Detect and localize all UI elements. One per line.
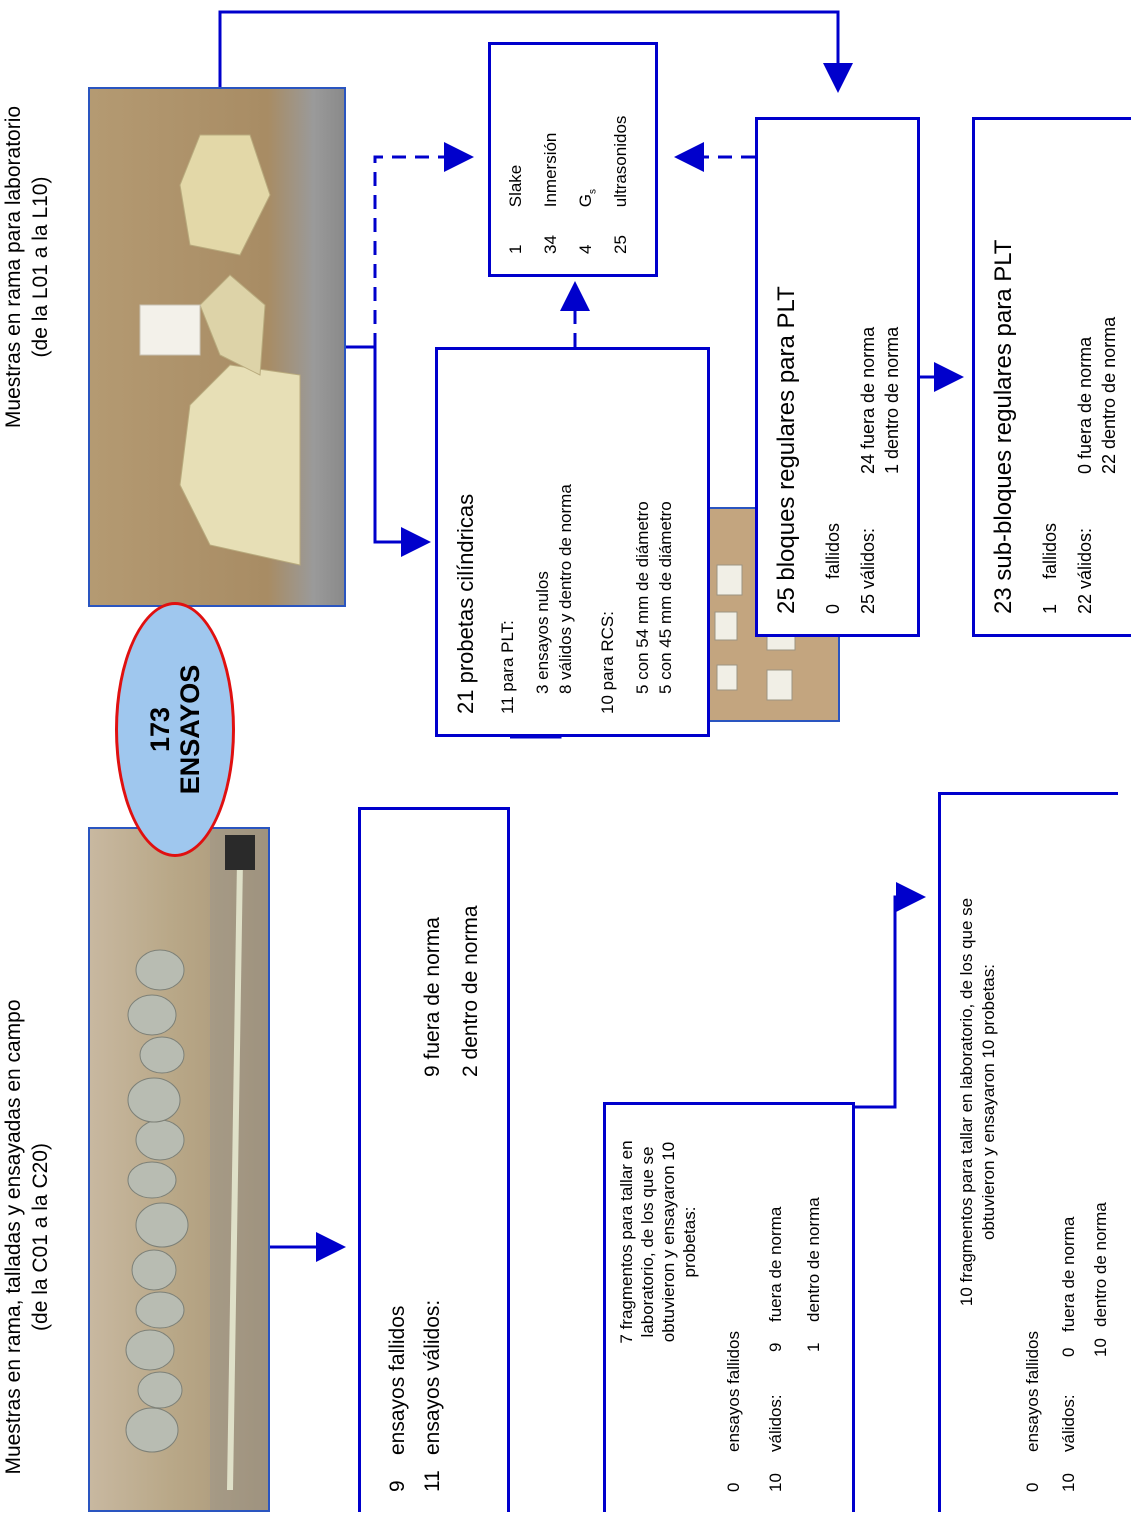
field-failed-count: 9 [386, 1480, 409, 1492]
other-test-1-count: 1 [506, 244, 525, 254]
lab-heading-line1: Muestras en rama para laboratorio [2, 105, 25, 429]
other-test-2-name: Inmersión [541, 132, 560, 208]
cylinders-rcs-45: 5 con 45 mm de diámetro [656, 501, 675, 694]
fragments-10-out-count: 0 [1059, 1347, 1078, 1357]
field-in-norm: 2 dentro de norma [459, 905, 482, 1077]
fragments-10-valid-label: válidos: [1059, 1394, 1078, 1452]
fragments-10-valid-count: 10 [1059, 1473, 1078, 1492]
field-samples-photo-art [125, 827, 270, 1510]
total-tests-number: 173 [145, 706, 175, 753]
fragments-10-box: 10 fragmentos para tallar en laboratorio… [938, 792, 1118, 1512]
total-tests-label: ENSAYOS [175, 664, 205, 795]
subblocks-title: 23 sub-bloques regulares para PLT [990, 239, 1017, 614]
lab-samples-photo [88, 87, 346, 607]
fragments-10-out-label: fuera de norma [1059, 1216, 1078, 1332]
fragments-7-line2: laboratorio, de los que se [638, 1146, 657, 1338]
lab-samples-photo-art [139, 134, 301, 566]
field-heading-line2: (de la C01 a la C20) [29, 1143, 52, 1331]
fragments-10-failed-count: 0 [1023, 1482, 1042, 1492]
cylinders-plt-valid: 8 válidos y dentro de norma [556, 484, 575, 694]
other-test-2-count: 34 [541, 235, 560, 254]
arrow-lab-to-blocks [218, 10, 853, 93]
arrow-fragments7-to-fragments10 [855, 882, 926, 1109]
fragments-7-in-label: dentro de norma [804, 1197, 823, 1322]
arrow-lab-to-cylinders [345, 345, 431, 557]
fragments-7-failed-count: 0 [724, 1482, 743, 1492]
blocks-failed-count: 0 [823, 603, 843, 614]
other-test-4-count: 25 [611, 235, 630, 254]
other-test-4-name: ultrasonidos [611, 115, 630, 208]
fragments-10-in-count: 10 [1091, 1338, 1110, 1357]
field-samples-photo [88, 827, 270, 1512]
cylinders-rcs-54: 5 con 54 mm de diámetro [633, 501, 652, 694]
other-test-row-1: 1 Slake [506, 165, 526, 254]
fragments-10-failed-label: ensayos fallidos [1023, 1331, 1042, 1452]
field-valid-label: ensayos válidos: [421, 1299, 444, 1455]
fragments-10-line1: 10 fragmentos para tallar en laboratorio… [957, 897, 976, 1307]
subblocks-valid-label: 22 válidos: [1075, 527, 1095, 614]
blocks-title: 25 bloques regulares para PLT [773, 286, 800, 614]
fragments-7-in-count: 1 [804, 1342, 823, 1352]
fragments-10-line2: obtuvieron y ensayaron 10 probetas: [979, 964, 998, 1240]
field-results-box: 9 ensayos fallidos 11 ensayos válidos: 9… [358, 807, 510, 1512]
subblocks-failed-count: 1 [1040, 603, 1060, 614]
other-test-row-4: 25 ultrasonidos [611, 116, 631, 254]
fragments-7-line4: probetas: [680, 1206, 699, 1278]
field-heading: Muestras en rama, talladas y ensayadas e… [0, 957, 54, 1517]
other-tests-box: 1 Slake 34 Inmersión 4 Gs 25 ultrasonido… [488, 42, 658, 277]
other-test-row-2: 34 Inmersión [541, 133, 561, 254]
lab-heading-line2: (de la L01 a la L10) [29, 176, 52, 358]
cylinders-title: 21 probetas cilíndricas [453, 493, 478, 714]
lab-heading: Muestras en rama para laboratorio (de la… [0, 17, 54, 517]
field-heading-line1: Muestras en rama, talladas y ensayadas e… [2, 999, 25, 1475]
total-tests-ellipse: 173 ENSAYOS [115, 602, 235, 857]
arrow-lab-to-other-tests [373, 142, 474, 347]
cylinders-plt-label: 11 para PLT: [498, 620, 517, 714]
fragments-10-in-label: dentro de norma [1091, 1202, 1110, 1327]
cylinders-plt-null: 3 ensayos nulos [533, 571, 552, 694]
other-test-3-subscript: s [587, 189, 599, 195]
blocks-failed-label: fallidos [823, 522, 843, 579]
fragments-7-box: 7 fragmentos para tallar en laboratorio,… [603, 1102, 855, 1512]
fragments-7-out-count: 9 [766, 1342, 785, 1352]
cylinders-box: 21 probetas cilíndricas 11 para PLT: 3 e… [435, 347, 710, 737]
blocks-box: 25 bloques regulares para PLT 0 fallidos… [755, 117, 920, 637]
field-valid-count: 11 [421, 1470, 444, 1492]
subblocks-out-of-norm: 0 fuera de norma [1075, 336, 1095, 474]
other-test-1-name: Slake [506, 164, 525, 208]
subblocks-in-norm: 22 dentro de norma [1099, 316, 1119, 474]
field-failed-label: ensayos fallidos [386, 1305, 409, 1455]
other-test-row-3: 4 Gs [576, 189, 598, 254]
other-test-3-name: G [576, 194, 595, 208]
fragments-7-line3: obtuvieron y ensayaron 10 [659, 1141, 678, 1343]
subblocks-box: 23 sub-bloques regulares para PLT 1 fall… [972, 117, 1131, 637]
blocks-in-norm: 1 dentro de norma [882, 326, 902, 474]
blocks-valid-label: 25 válidos: [858, 527, 878, 614]
other-test-3-count: 4 [576, 244, 595, 254]
subblocks-failed-label: fallidos [1040, 522, 1060, 579]
fragments-7-failed-label: ensayos fallidos [724, 1331, 743, 1452]
fragments-7-valid-count: 10 [766, 1473, 785, 1492]
field-out-of-norm: 9 fuera de norma [421, 917, 444, 1077]
fragments-7-out-label: fuera de norma [766, 1206, 785, 1322]
blocks-out-of-norm: 24 fuera de norma [858, 326, 878, 474]
fragments-7-line1: 7 fragmentos para tallar en [617, 1140, 636, 1344]
cylinders-rcs-label: 10 para RCS: [598, 611, 617, 714]
fragments-7-valid-label: válidos: [766, 1394, 785, 1452]
